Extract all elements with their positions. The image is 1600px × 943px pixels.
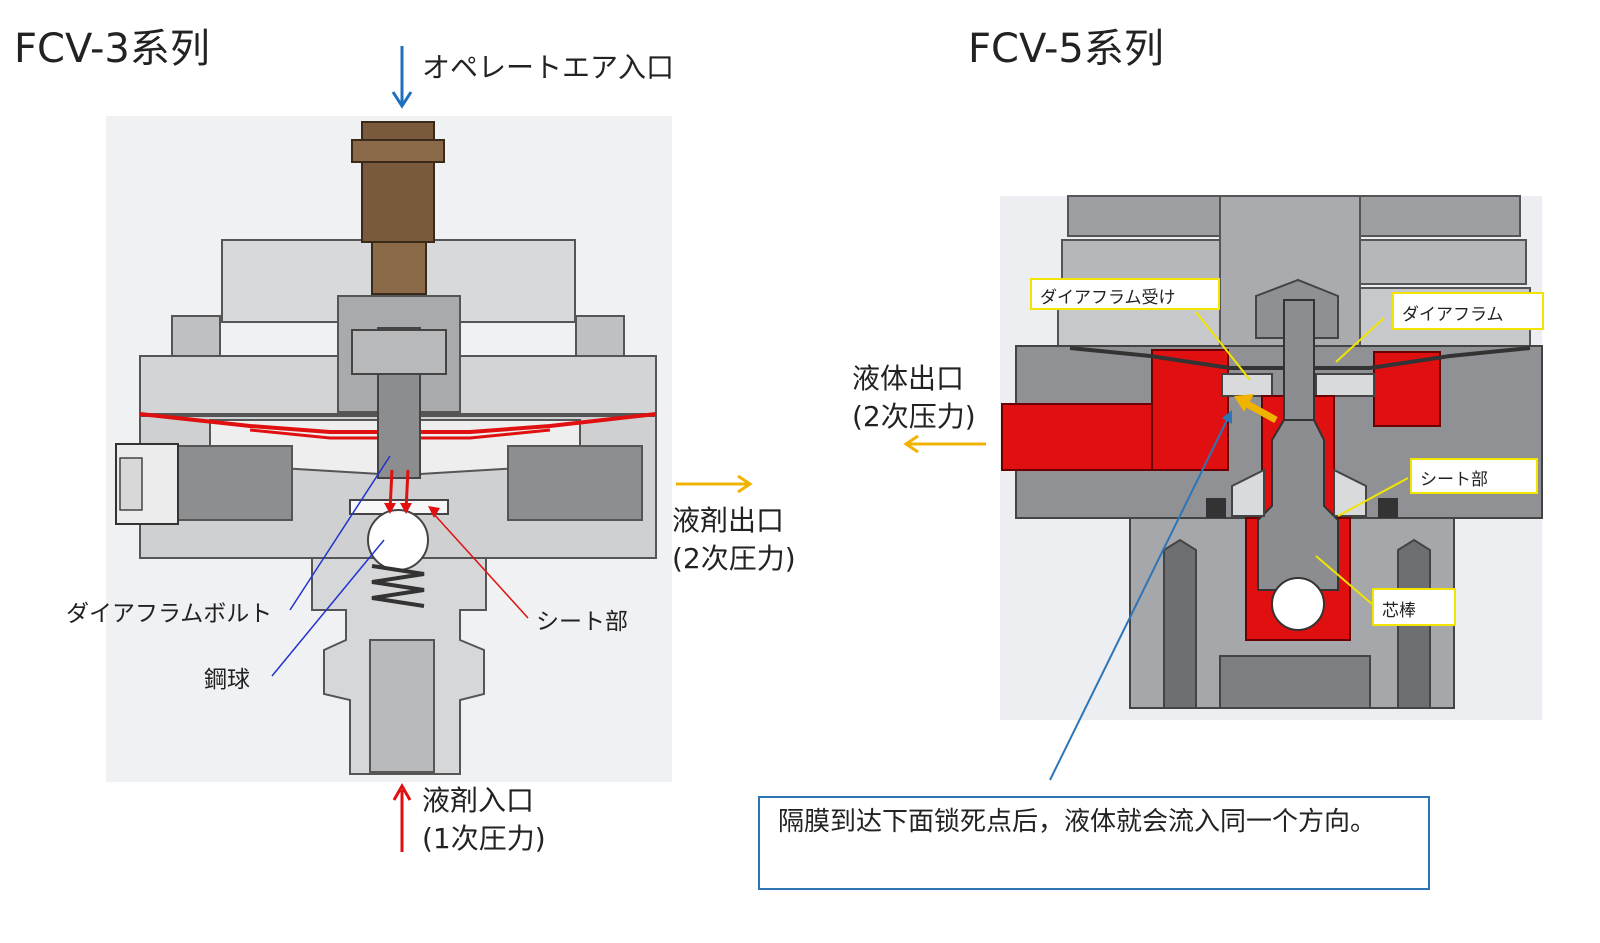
- diaphragm-bolt-leader: [289, 455, 391, 611]
- fcv3-title: FCV-3系列: [14, 26, 210, 72]
- left-outlet-label-1: 液剤出口: [672, 504, 785, 537]
- core-rod-label: 芯棒: [1372, 588, 1456, 626]
- fcv3-cross-section: [106, 116, 672, 782]
- left-inlet-label-1: 液剤入口: [422, 784, 535, 817]
- fcv5-title: FCV-5系列: [968, 26, 1164, 72]
- seat-leader: [431, 511, 529, 619]
- diaphragm-holder-label: ダイアフラム受け: [1030, 278, 1220, 310]
- right-outlet-label-1: 液体出口: [852, 362, 965, 395]
- note-leader: [1049, 413, 1231, 781]
- right-outlet-label-2: (2次压力): [852, 400, 976, 433]
- steel-ball-leader: [271, 539, 385, 677]
- air-inlet-label: オペレートエア入口: [422, 51, 675, 84]
- diaphragm-bolt-label: ダイアフラムボルト: [66, 601, 273, 627]
- explanation-note: 隔膜到达下面锁死点后，液体就会流入同一个方向。: [758, 796, 1430, 890]
- left-inlet-label-2: (1次圧力): [422, 822, 546, 855]
- left-seat-label: シート部: [536, 609, 628, 635]
- steel-ball-label: 鋼球: [204, 667, 250, 693]
- left-outlet-label-2: (2次圧力): [672, 542, 796, 575]
- diaphragm-label: ダイアフラム: [1392, 292, 1544, 330]
- right-seat-label: シート部: [1410, 458, 1538, 494]
